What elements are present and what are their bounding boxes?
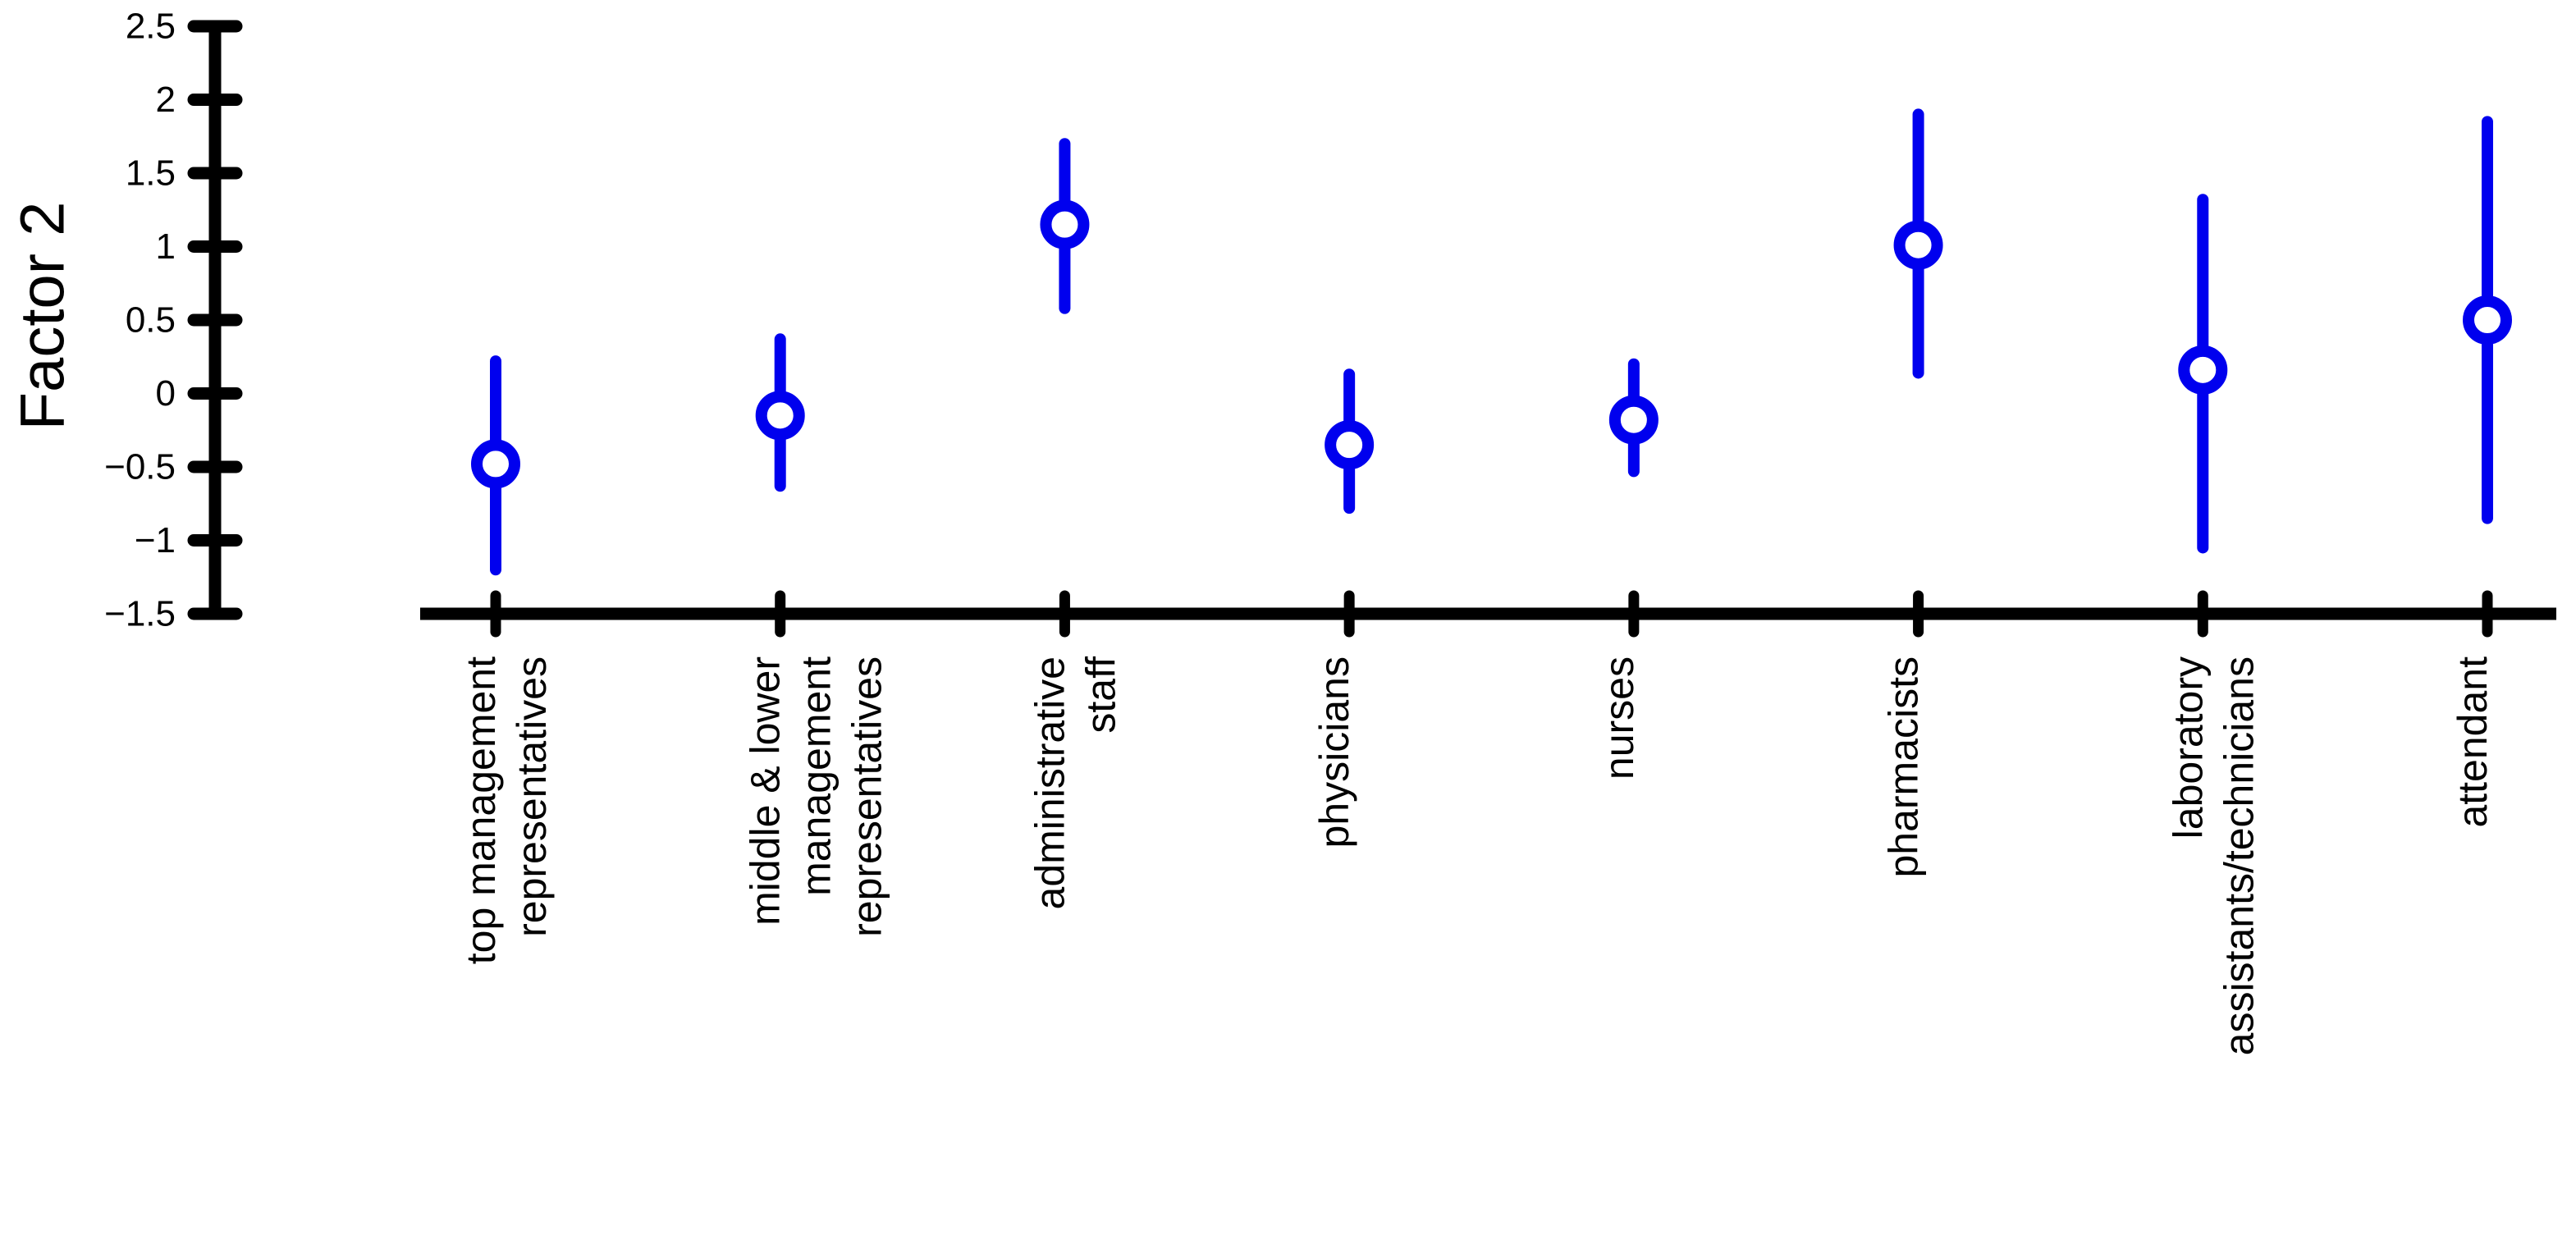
y-tick-labels: 2.5 2 1.5 1 0.5 0 −0.5 −1 −1.5 xyxy=(104,7,176,634)
data-point-group[interactable] xyxy=(2463,116,2512,524)
x-category-label: assistants/technicians xyxy=(2216,656,2262,1055)
y-axis-title: Factor 2 xyxy=(8,202,78,431)
data-point-marker[interactable] xyxy=(1893,220,1943,270)
x-category-label: representatives xyxy=(844,656,890,937)
data-point-marker[interactable] xyxy=(1040,199,1090,249)
y-tick-label: 2 xyxy=(156,80,176,120)
x-category-label: top management xyxy=(458,656,504,964)
data-point-group[interactable] xyxy=(1325,368,1375,515)
data-point-group[interactable] xyxy=(755,333,805,492)
data-point-marker[interactable] xyxy=(1325,420,1375,470)
x-category-label: management xyxy=(794,656,840,896)
y-tick-label: −0.5 xyxy=(104,447,176,487)
data-point-group[interactable] xyxy=(2178,194,2228,554)
data-point-marker[interactable] xyxy=(755,391,805,441)
data-point-group[interactable] xyxy=(471,355,520,576)
y-tick-label: 2.5 xyxy=(126,7,176,47)
data-point-marker[interactable] xyxy=(2463,295,2512,345)
y-tick-label: 1 xyxy=(156,226,176,267)
data-point-group[interactable] xyxy=(1893,108,1943,379)
x-category-label: middle & lower xyxy=(743,656,789,926)
data-point-marker[interactable] xyxy=(1608,395,1659,445)
x-category-label: physicians xyxy=(1311,656,1357,848)
x-category-label: nurses xyxy=(1596,656,1642,780)
x-category-label: pharmacists xyxy=(1881,656,1927,878)
data-point-marker[interactable] xyxy=(2178,345,2228,395)
y-axis xyxy=(187,20,243,620)
x-category-label: administrative xyxy=(1027,656,1073,909)
data-point-marker[interactable] xyxy=(471,439,520,489)
y-tick-label: −1.5 xyxy=(104,594,176,634)
x-category-label: representatives xyxy=(509,656,555,937)
y-tick-label: 1.5 xyxy=(126,153,176,194)
y-tick-label: 0 xyxy=(156,373,176,414)
x-category-label: staff xyxy=(1078,656,1123,734)
data-point-group[interactable] xyxy=(1608,358,1659,478)
y-tick-label: 0.5 xyxy=(126,300,176,341)
x-category-label: attendant xyxy=(2450,656,2496,828)
y-tick-label: −1 xyxy=(135,520,176,560)
data-point-group[interactable] xyxy=(1040,138,1090,314)
x-axis xyxy=(420,590,2556,638)
x-category-label: laboratory xyxy=(2165,656,2211,839)
data-series xyxy=(471,108,2512,576)
